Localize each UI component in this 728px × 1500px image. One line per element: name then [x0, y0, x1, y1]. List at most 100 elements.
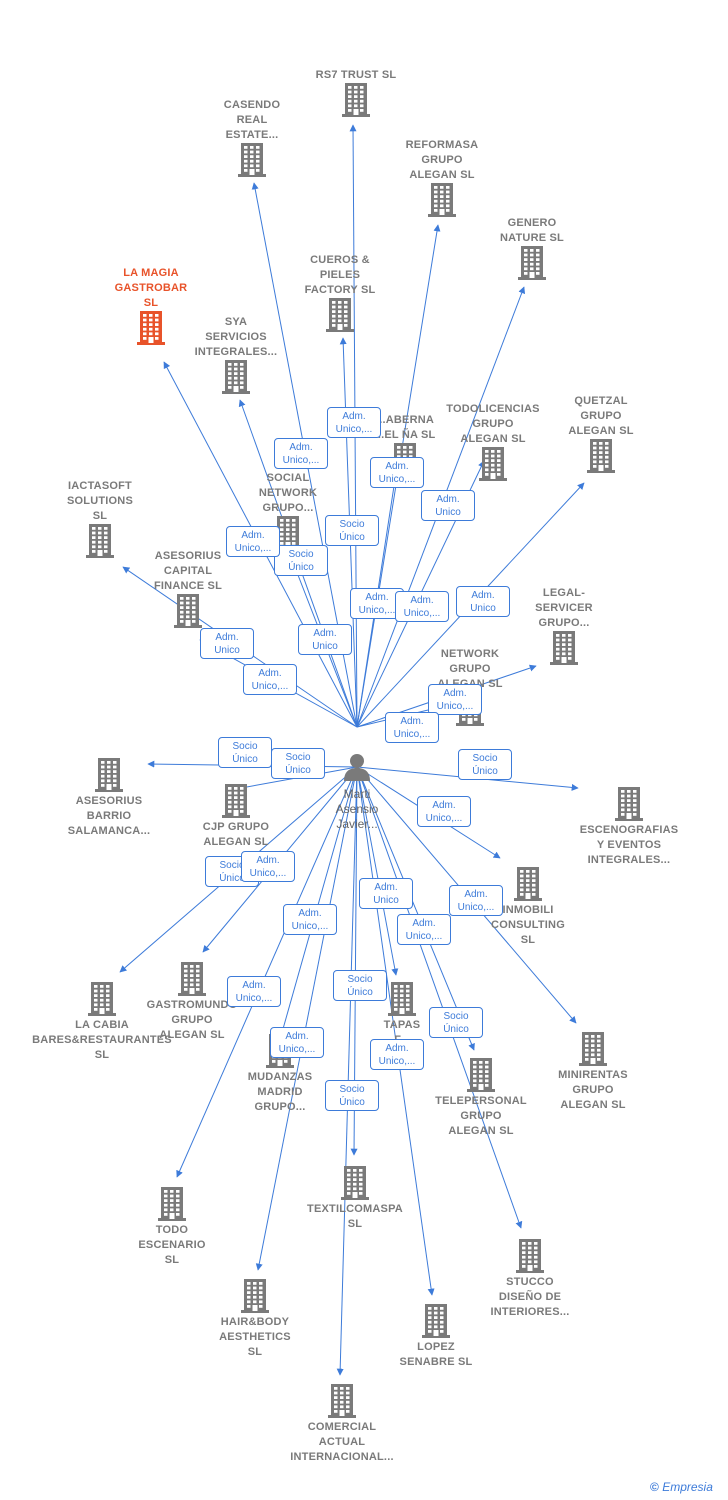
company-node[interactable]: COMERCIAL ACTUAL INTERNACIONAL...	[267, 1384, 417, 1465]
relation-badge[interactable]: Adm. Unico,...	[417, 796, 471, 827]
relation-badge[interactable]: Socio Único	[458, 749, 512, 780]
relation-badge[interactable]: Adm. Unico	[456, 586, 510, 617]
relation-badge[interactable]: Socio Único	[429, 1007, 483, 1038]
company-name: ASESORIUS CAPITAL FINANCE SL	[154, 550, 222, 592]
company-node[interactable]: CJP GRUPO ALEGAN SL	[161, 784, 311, 850]
relation-badge[interactable]: Socio Único	[333, 970, 387, 1001]
relation-badge[interactable]: Socio Único	[271, 748, 325, 779]
company-name: LEGAL- SERVICER GRUPO...	[535, 587, 593, 629]
building-icon	[174, 594, 202, 628]
company-node[interactable]: CASENDO REAL ESTATE...	[177, 98, 327, 177]
company-node[interactable]: LA MAGIA GASTROBAR SL	[76, 266, 226, 345]
footer-brand[interactable]: © Empresia	[650, 1480, 713, 1494]
company-node[interactable]: REFORMASA GRUPO ALEGAN SL	[367, 138, 517, 217]
building-icon	[587, 439, 615, 473]
company-name: QUETZAL GRUPO ALEGAN SL	[568, 395, 634, 437]
building-icon	[342, 83, 370, 117]
company-node[interactable]: LOPEZ SENABRE SL	[361, 1304, 511, 1370]
company-name: REFORMASA GRUPO ALEGAN SL	[405, 139, 479, 181]
relation-badge[interactable]: Adm. Unico,...	[395, 591, 449, 622]
building-icon	[88, 982, 116, 1016]
company-node[interactable]: INMOBILI CONSULTING SL	[453, 867, 603, 948]
brand-name: Empresia	[662, 1480, 713, 1494]
company-node[interactable]: LA CABIA BARES&RESTAURANTES SL	[27, 982, 177, 1063]
company-node[interactable]: GASTROMUNDO GRUPO ALEGAN SL	[117, 962, 267, 1043]
company-name: GASTROMUNDO GRUPO ALEGAN SL	[146, 999, 238, 1041]
relation-edge	[356, 766, 475, 1051]
company-node[interactable]: ESCENOGRAFIAS Y EVENTOS INTEGRALES...	[554, 787, 704, 868]
relation-badge[interactable]: Adm. Unico,...	[243, 664, 297, 695]
company-node[interactable]: GENERO NATURE SL	[457, 216, 607, 280]
relation-badge[interactable]: Adm. Unico,...	[428, 684, 482, 715]
company-node[interactable]: TEXTILCOMASPA SL	[280, 1166, 430, 1232]
person-name: Marti Asensio Javier...	[335, 787, 379, 831]
company-node[interactable]: MINIRENTAS GRUPO ALEGAN SL	[518, 1032, 668, 1113]
company-name: LA CABIA BARES&RESTAURANTES SL	[32, 1019, 172, 1061]
relation-badge[interactable]: Socio Único	[274, 545, 328, 576]
building-icon	[341, 1166, 369, 1200]
relation-badge[interactable]: Adm. Unico,...	[370, 457, 424, 488]
building-icon	[328, 1384, 356, 1418]
company-name: SYA SERVICIOS INTEGRALES...	[194, 316, 278, 358]
relation-badge[interactable]: Socio Único	[325, 515, 379, 546]
relation-badge[interactable]: Adm. Unico,...	[283, 904, 337, 935]
relation-badge[interactable]: Adm. Unico,...	[270, 1027, 324, 1058]
building-icon	[516, 1239, 544, 1273]
company-node[interactable]: ASESORIUS BARRIO SALAMANCA...	[34, 758, 184, 839]
company-name: TEXTILCOMASPA SL	[307, 1203, 403, 1230]
company-node[interactable]: SYA SERVICIOS INTEGRALES...	[161, 315, 311, 394]
building-icon	[158, 1187, 186, 1221]
relation-badge[interactable]: Adm. Unico,...	[327, 407, 381, 438]
company-node[interactable]: TELEPERSONAL GRUPO ALEGAN SL	[406, 1058, 556, 1139]
building-icon	[388, 982, 416, 1016]
relation-badge[interactable]: Adm. Unico,...	[226, 526, 280, 557]
building-icon	[238, 143, 266, 177]
building-icon	[579, 1032, 607, 1066]
person-icon	[344, 754, 370, 781]
building-icon	[467, 1058, 495, 1092]
company-node[interactable]: SOCIAL NETWORK GRUPO...	[213, 471, 363, 550]
relation-badge[interactable]: Adm. Unico,...	[370, 1039, 424, 1070]
company-name: CUEROS & PIELES FACTORY SL	[304, 254, 376, 296]
company-name: CJP GRUPO ALEGAN SL	[202, 821, 270, 848]
relation-badge[interactable]: Adm. Unico	[359, 878, 413, 909]
relation-badge[interactable]: Socio Único	[325, 1080, 379, 1111]
company-node[interactable]: QUETZAL GRUPO ALEGAN SL	[526, 394, 676, 473]
company-name: GENERO NATURE SL	[500, 217, 564, 244]
relation-badge[interactable]: Adm. Unico,...	[274, 438, 328, 469]
relation-badge[interactable]: Adm. Unico,...	[397, 914, 451, 945]
company-name: INMOBILI CONSULTING SL	[491, 904, 565, 946]
building-icon	[514, 867, 542, 901]
relation-badge[interactable]: Socio Único	[218, 737, 272, 768]
relation-badge[interactable]: Adm. Unico	[421, 490, 475, 521]
company-node[interactable]: ASESORIUS CAPITAL FINANCE SL	[113, 549, 263, 628]
relation-edge	[356, 446, 403, 728]
company-name: COMERCIAL ACTUAL INTERNACIONAL...	[290, 1421, 394, 1463]
company-name: RS7 TRUST SL	[315, 69, 397, 81]
relation-edge	[356, 766, 399, 976]
relation-edge	[356, 766, 435, 1296]
building-icon	[326, 298, 354, 332]
company-name: TODOLICENCIAS GRUPO ALEGAN SL	[446, 403, 540, 445]
company-node[interactable]: STUCCO DISEÑO DE INTERIORES...	[455, 1239, 605, 1320]
company-node[interactable]: LEGAL- SERVICER GRUPO...	[489, 586, 639, 665]
person-node[interactable]: Marti Asensio Javier...	[317, 736, 397, 847]
company-name: LA MAGIA GASTROBAR SL	[114, 267, 188, 309]
company-node[interactable]: TAPAS F...	[327, 982, 477, 1048]
company-node[interactable]: IACTASOFT SOLUTIONS SL	[25, 479, 175, 558]
company-node[interactable]: TODO ESCENARIO SL	[97, 1187, 247, 1268]
building-icon	[422, 1304, 450, 1338]
relation-badge[interactable]: Adm. Unico,...	[449, 885, 503, 916]
building-icon	[550, 631, 578, 665]
relation-badge[interactable]: Adm. Unico,...	[227, 976, 281, 1007]
company-node[interactable]: RS7 TRUST SL	[281, 68, 431, 117]
relation-badge[interactable]: Adm. Unico,...	[385, 712, 439, 743]
company-node[interactable]: HAIR&BODY AESTHETICS SL	[180, 1279, 330, 1360]
company-node[interactable]: CUEROS & PIELES FACTORY SL	[265, 253, 415, 332]
relation-badge[interactable]: Adm. Unico	[200, 628, 254, 659]
relation-badge[interactable]: Adm. Unico,...	[241, 851, 295, 882]
company-node[interactable]: TODOLICENCIAS GRUPO ALEGAN SL	[418, 402, 568, 481]
relation-badge[interactable]: Adm. Unico	[298, 624, 352, 655]
relation-edge	[255, 766, 358, 1271]
company-name: ESCENOGRAFIAS Y EVENTOS INTEGRALES...	[579, 824, 679, 866]
